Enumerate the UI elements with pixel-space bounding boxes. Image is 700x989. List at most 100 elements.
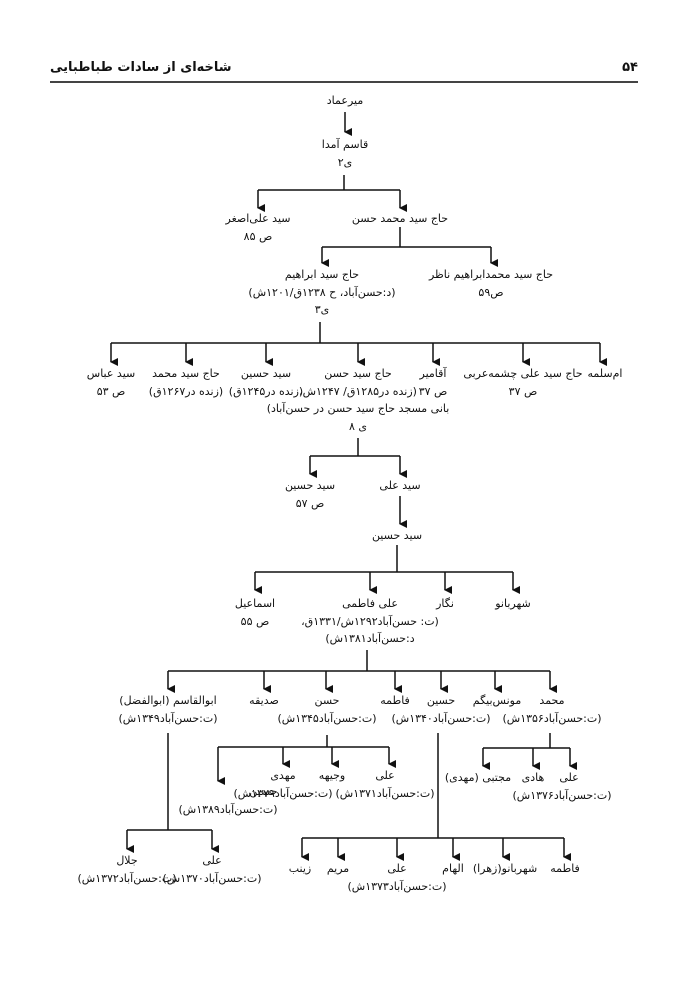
person-name: قاسم آمدا [321, 138, 369, 151]
running-title: شاخه‌ای از سادات طباطبایی [50, 60, 232, 75]
person-note: (زنده در۱۲۶۷ق) [148, 384, 224, 398]
header-rule [50, 81, 638, 83]
person-m-mojtaba: مجتبی (مهدی) [445, 769, 511, 787]
person-name: حسن [314, 694, 340, 707]
person-note: (ت:حسن‌آباد۱۳۷۰ش) [162, 871, 262, 885]
person-note: (ت:حسن‌آباد۱۳۷۱ش) [335, 786, 435, 800]
person-name: سید حسین [284, 479, 336, 492]
person-name: علی [202, 854, 222, 867]
person-name: علی [559, 771, 579, 784]
person-name: علی [375, 769, 395, 782]
person-name: علی [387, 862, 407, 875]
person-hosein-1: سید حسین (زنده در۱۲۴۵ق) [229, 365, 303, 400]
person-name: آقامیر [419, 367, 447, 380]
page-header: ۵۴ شاخه‌ای از سادات طباطبایی [50, 58, 638, 82]
person-note: (ت:حسن‌آباد۱۳۸۹ش) [178, 802, 278, 816]
person-name: زینب [288, 862, 312, 875]
person-h-ali: علی (ت:حسن‌آباد۱۳۷۱ش) [335, 767, 434, 802]
person-name: جلال [116, 854, 138, 867]
person-h-hosein: حسین(ت:حسن‌آباد۱۳۸۹ش) [178, 783, 277, 818]
person-note: (ت:حسن‌آباد۱۳۴۰ش) [391, 711, 491, 725]
person-name: سید عباس [86, 367, 136, 380]
person-name: صدیقه [249, 694, 279, 707]
person-note: (ت:حسن‌آباد۱۳۷۲ش) [77, 871, 177, 885]
person-fateme: فاطمه [380, 692, 410, 710]
person-hosein-4: حسین (ت:حسن‌آباد۱۳۴۰ش) [391, 692, 490, 727]
page-ref: ص۵۹ [478, 285, 504, 299]
person-note: (زنده در۱۲۴۵ق) [228, 384, 304, 398]
person-name: نگار [436, 597, 454, 610]
person-ali-asghar: سید علی‌اصغر ص ۸۵ [226, 210, 291, 245]
person-sadiqe: صدیقه [249, 692, 279, 710]
generation-ref: ی ۸ [348, 419, 368, 433]
page-ref: ص ۵۷ [295, 496, 325, 510]
person-note: (ت:حسن‌آباد۱۳۴۹ش) [118, 711, 218, 725]
person-name: سید علی‌اصغر [225, 212, 291, 225]
person-name: علی فاطمی [342, 597, 398, 610]
person-name: هادی [521, 771, 545, 784]
page-ref: ص ۵۳ [96, 384, 126, 398]
person-name: میرعماد [326, 94, 364, 107]
person-ho-zeynab: زینب [289, 860, 312, 878]
person-note: بانی مسجد حاج سید حسن در حسن‌آباد) [266, 402, 450, 416]
person-h-mahdi: مهدی(ت:حسن‌آباد۱۳۷۹ش) [233, 767, 332, 802]
person-name: حسین [426, 694, 456, 707]
person-hosein-2: سید حسین ص ۵۷ [285, 477, 335, 512]
page-number: ۵۴ [622, 60, 638, 75]
person-name: ام‌سلمه [587, 367, 623, 380]
person-name: سید حسین [240, 367, 292, 380]
person-seyed-ali: سید علی [379, 477, 420, 495]
person-mohammad: محمد (ت:حسن‌آباد۱۳۵۶ش) [502, 692, 601, 727]
person-name: اسماعیل [234, 597, 276, 610]
person-name: حاج سید محمد حسن [351, 212, 449, 225]
person-a-ali: علی (ت:حسن‌آباد۱۳۷۰ش) [162, 852, 261, 887]
person-m-hadi: هادی [522, 769, 545, 787]
person-note: (ت:حسن‌آباد۱۳۷۹ش) [233, 786, 333, 800]
person-note: (ت:حسن‌آباد۱۳۷۳ش) [347, 879, 447, 893]
person-name: شهربانو [495, 597, 531, 610]
person-haj-mohammad: حاج سید محمد (زنده در۱۲۶۷ق) [149, 365, 223, 400]
person-mir-emad: میرعماد [327, 92, 363, 110]
person-ali-cheshme: حاج سید علی چشمه‌عربی ص ۳۷ [463, 365, 582, 400]
page-ref: ص ۸۵ [243, 229, 273, 243]
person-ho-elham: الهام [442, 860, 464, 878]
person-moones: مونس‌بیگم [473, 692, 521, 710]
person-note: (زنده در۱۲۸۵ق/ ۱۲۴۷ش، [299, 384, 417, 398]
person-name: حاج سید حسن [324, 367, 392, 380]
person-ho-maryam: مریم [327, 860, 349, 878]
person-m-ali: علی(ت:حسن‌آباد۱۳۷۶ش) [512, 769, 611, 804]
person-note: (ت:حسن‌آباد۱۳۴۵ش) [277, 711, 377, 725]
person-name: ابوالقاسم (ابوالفضل) [119, 694, 217, 707]
person-name: سید علی [379, 479, 421, 492]
person-note: د:حسن‌آباد۱۳۸۱ش) [325, 632, 415, 646]
person-name: فاطمه [550, 862, 580, 875]
person-name: الهام [442, 862, 464, 875]
person-name: مریم [326, 862, 350, 875]
person-name: حاج سید ابراهیم [284, 268, 360, 281]
person-name: شهربانو(زهرا) [472, 862, 538, 875]
page-ref: ص ۳۷ [508, 384, 538, 398]
person-name: وجیهه [318, 769, 346, 782]
person-ho-fateme: فاطمه [550, 860, 580, 878]
generation-ref: ی۳ [314, 303, 330, 317]
person-h-vajihe: وجیهه [319, 767, 345, 785]
person-seyed-hosein-3: سید حسین [372, 527, 422, 545]
person-ho-ali: علی (ت:حسن‌آباد۱۳۷۳ش) [347, 860, 446, 895]
person-name: حاج سید محمد [152, 367, 220, 380]
page-ref: ص ۳۷ [418, 384, 448, 398]
person-aqamir: آقامیر ص ۳۷ [419, 365, 448, 400]
person-name: حاج سید علی چشمه‌عربی [463, 367, 583, 380]
person-ho-shahrbanoo: شهربانو(زهرا) [473, 860, 537, 878]
person-omm-salame: ام‌سلمه [588, 365, 623, 383]
person-hasan: حسن (ت:حسن‌آباد۱۳۴۵ش) [277, 692, 376, 727]
person-name: محمد [539, 694, 565, 707]
person-shahrbanoo: شهربانو [495, 595, 531, 613]
person-note: (ت:حسن‌آباد۱۳۵۶ش) [502, 711, 602, 725]
person-note: (ت: حسن‌آباد۱۲۹۲ش/۱۳۳۱ق، [301, 614, 439, 628]
person-mohammad-hasan: حاج سید محمد حسن [352, 210, 448, 228]
person-abbas: سید عباس ص ۵۳ [87, 365, 135, 400]
person-abolqasem: ابوالقاسم (ابوالفضل) (ت:حسن‌آباد۱۳۴۹ش) [118, 692, 217, 727]
person-ebrahim: حاج سید ابراهیم(د:حسن‌آباد، ح ۱۲۳۸ق/۱۲۰۱… [248, 266, 395, 319]
